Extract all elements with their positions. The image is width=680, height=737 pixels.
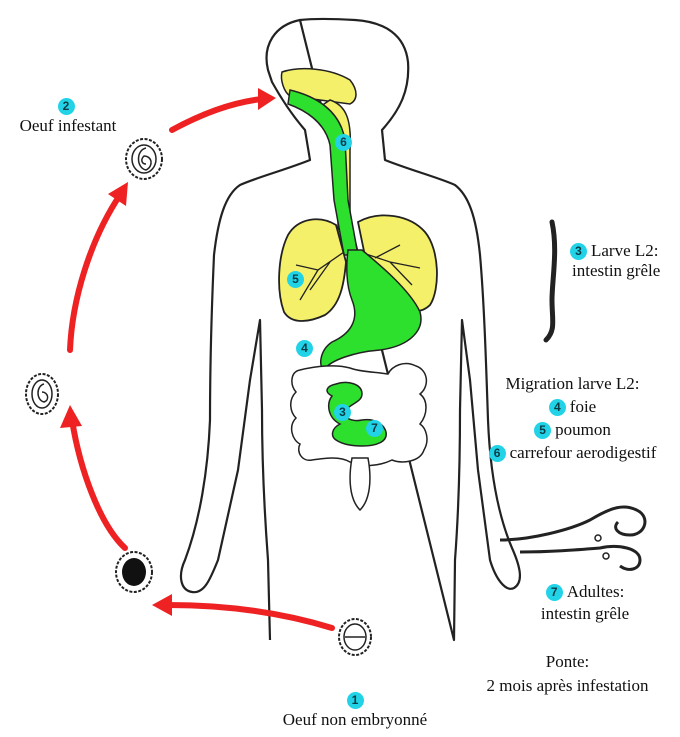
adult-worms [500, 507, 645, 569]
arrowhead-egg-left [152, 594, 172, 616]
migration-6-text: carrefour aerodigestif [510, 443, 657, 462]
arrowhead-lower-left [60, 405, 82, 428]
ponte-label: Ponte: 2 mois après infestation [460, 652, 675, 696]
egg-embryonating [26, 374, 58, 414]
large-intestine [291, 364, 427, 466]
stage-2-text: Oeuf infestant [8, 116, 128, 136]
arrowhead-mouth [258, 88, 276, 110]
lung-left [279, 219, 346, 321]
marker-3-small-intestine: 3 [334, 404, 351, 421]
arrow-mid-left [70, 195, 120, 350]
stage-2-badge: 2 [58, 98, 75, 115]
marker-7-small-intestine: 7 [366, 420, 383, 437]
arrow-2-to-mouth [172, 99, 262, 130]
larva-l2 [546, 222, 555, 340]
stage-7-badge: 7 [546, 584, 563, 601]
egg-infestant [126, 139, 162, 179]
stage-7-line2: intestin grêle [500, 604, 670, 624]
stage-3-line2: intestin grêle [572, 261, 660, 281]
marker-4-liver: 4 [296, 340, 313, 357]
stage-7-line1: Adultes: [567, 582, 625, 601]
stage-2-label: 2 Oeuf infestant [8, 96, 128, 136]
marker-5-lung: 5 [287, 271, 304, 288]
cycle-arrowheads [60, 88, 276, 616]
marker-6-aerodigestive: 6 [335, 134, 352, 151]
stage-1-text: Oeuf non embryonné [255, 710, 455, 730]
ponte-line2: 2 mois après infestation [460, 676, 675, 696]
migration-title: Migration larve L2: [470, 374, 675, 394]
migration-5-badge: 5 [534, 422, 551, 439]
migration-5-text: poumon [555, 420, 611, 439]
arrow-1-to-egg-left [168, 605, 332, 628]
migration-4-badge: 4 [549, 399, 566, 416]
cycle-arrows [70, 99, 332, 628]
stage-1-label: 1 Oeuf non embryonné [255, 690, 455, 730]
rectum [350, 458, 370, 510]
migration-4-text: foie [570, 397, 596, 416]
egg-non-embryonated [339, 619, 371, 655]
egg-dark [116, 552, 152, 592]
stage-3-line1: Larve L2: [591, 241, 659, 260]
stage-3-badge: 3 [570, 243, 587, 260]
ponte-line1: Ponte: [460, 652, 675, 672]
migration-6-badge: 6 [489, 445, 506, 462]
arrow-lower-left [72, 420, 125, 548]
stage-1-badge: 1 [347, 692, 364, 709]
